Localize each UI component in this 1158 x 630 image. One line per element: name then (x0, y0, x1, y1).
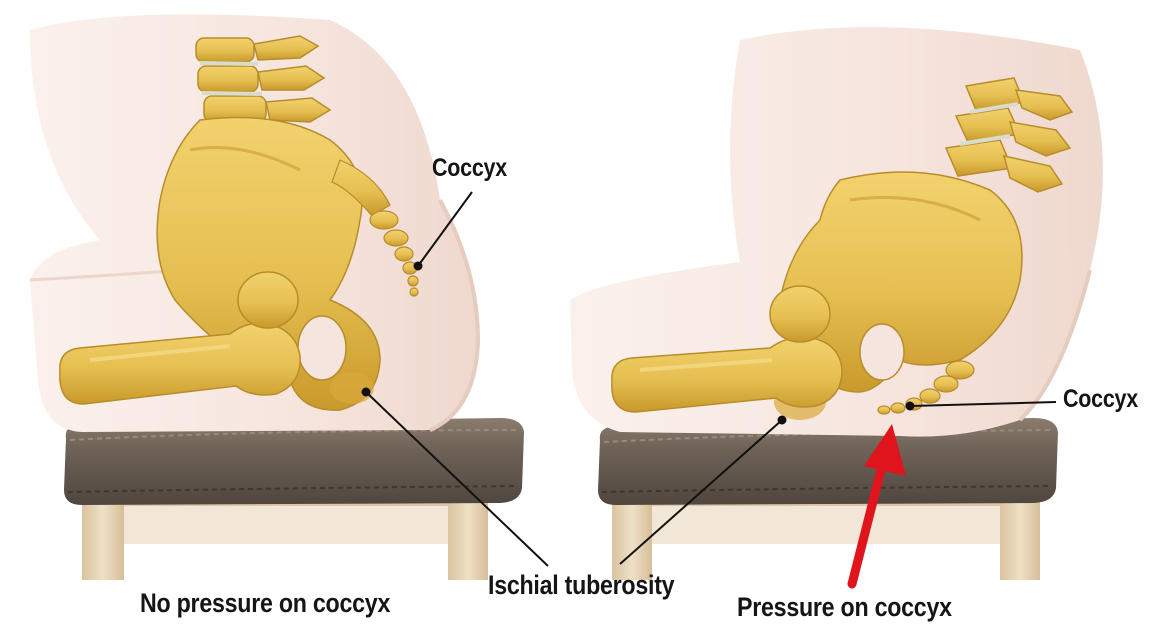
caption-pressure: Pressure on coccyx (737, 592, 952, 623)
left-figure (30, 14, 524, 580)
leader-dot-coccyx-left (415, 263, 422, 270)
leader-dot-coccyx-right (907, 403, 914, 410)
right-chair-legs (612, 498, 1040, 580)
right-figure (570, 27, 1103, 580)
label-coccyx-right: Coccyx (1063, 385, 1138, 414)
leader-dot-ischial-right (779, 417, 786, 424)
leader-dot-ischial-left (363, 389, 370, 396)
left-chair-legs (82, 498, 488, 580)
label-ischial-tuberosity: Ischial tuberosity (488, 570, 674, 601)
left-lumbar-spine (196, 36, 330, 122)
label-coccyx-left: Coccyx (432, 154, 507, 183)
caption-no-pressure: No pressure on coccyx (140, 588, 390, 619)
